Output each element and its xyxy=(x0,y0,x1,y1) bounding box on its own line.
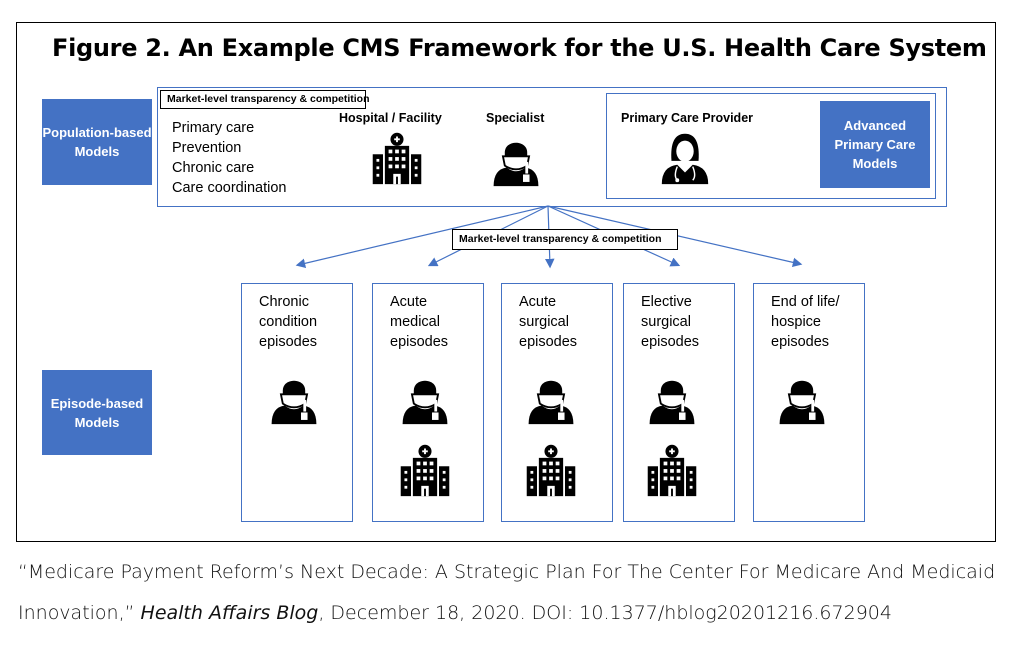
caption-prefix: Innovation,” xyxy=(18,602,141,624)
episode-based-models-label: Episode-based Models xyxy=(42,370,152,455)
service-item: Care coordination xyxy=(172,180,287,196)
episode-name: Chronic condition episodes xyxy=(259,294,318,350)
service-item: Chronic care xyxy=(172,160,255,176)
episode-name: End of life/ hospice episodes xyxy=(771,294,840,350)
caption-line-2: Innovation,” Health Affairs Blog, Decemb… xyxy=(18,602,892,624)
figure-title: Figure 2. An Example CMS Framework for t… xyxy=(52,34,987,62)
primary-care-provider-label: Primary Care Provider xyxy=(621,111,754,125)
population-based-models-label: Population-based Models xyxy=(42,99,152,185)
episode-box-elective-surgical: Elective surgical episodes xyxy=(623,283,735,522)
hospital-icon xyxy=(523,442,579,498)
figure-frame xyxy=(16,22,996,542)
specialist-icon xyxy=(644,370,700,426)
episode-name: Acute medical episodes xyxy=(390,294,449,350)
service-item: Primary care xyxy=(172,120,255,136)
episode-name: Acute surgical episodes xyxy=(519,294,578,350)
hospital-facility-label: Hospital / Facility xyxy=(339,111,442,125)
specialist-icon xyxy=(523,370,579,426)
market-transparency-label: Market-level transparency & competition xyxy=(160,90,369,109)
episode-box-acute-medical: Acute medical episodes xyxy=(372,283,484,522)
specialist-label: Specialist xyxy=(486,111,545,125)
hospital-icon xyxy=(644,442,700,498)
hospital-icon xyxy=(397,442,453,498)
specialist-icon xyxy=(774,370,830,426)
episode-box-chronic: Chronic condition episodes xyxy=(241,283,353,522)
arrow-chronic xyxy=(295,205,549,269)
specialist-icon xyxy=(397,370,453,426)
caption-line-1: “Medicare Payment Reform’s Next Decade: … xyxy=(18,561,996,583)
connector-market-label: Market-level transparency & competition xyxy=(452,229,678,250)
services-list: Primary care Prevention Chronic care Car… xyxy=(172,118,286,198)
episode-box-end-of-life: End of life/ hospice episodes xyxy=(753,283,865,522)
episode-box-acute-surgical: Acute surgical episodes xyxy=(501,283,613,522)
episode-name: Elective surgical episodes xyxy=(641,294,700,350)
advanced-primary-care-models-label: Advanced Primary Care Models xyxy=(820,101,930,188)
specialist-icon xyxy=(266,370,322,426)
caption-suffix: , December 18, 2020. DOI: 10.1377/hblog2… xyxy=(318,602,892,624)
service-item: Prevention xyxy=(172,140,242,156)
caption-journal: Health Affairs Blog xyxy=(140,602,319,624)
